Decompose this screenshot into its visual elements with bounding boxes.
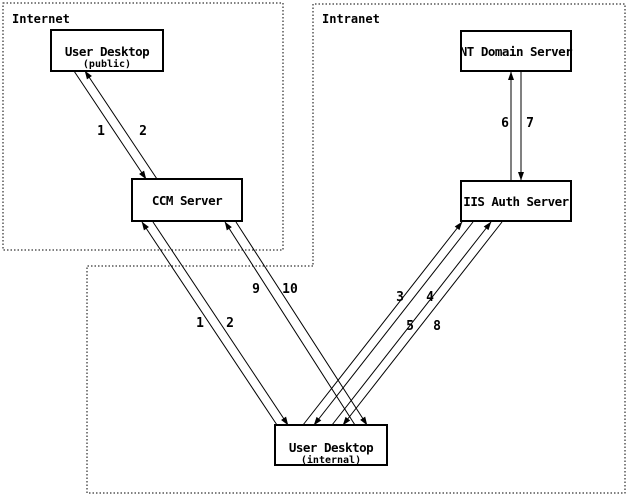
step-label-1-internal: 1	[196, 316, 204, 331]
iis-auth-server-title: IIS Auth Server	[463, 194, 569, 209]
flow-ccm-to-public-desktop	[84, 70, 158, 180]
nt-domain-server-title: NT Domain Server	[460, 44, 573, 59]
user-desktop-internal-title: User Desktop	[289, 440, 373, 455]
step-label-7: 7	[526, 116, 534, 131]
ccm-server-box	[131, 178, 243, 222]
internet-zone-label: Internet	[12, 12, 70, 26]
user-desktop-public-box	[50, 29, 164, 72]
ccm-server-title: CCM Server	[152, 193, 223, 208]
node-nt-domain-server: NT Domain Server	[460, 30, 574, 72]
intranet-zone-label: Intranet	[322, 12, 380, 26]
user-desktop-public-title: User Desktop	[65, 44, 149, 59]
step-label-5: 5	[406, 319, 414, 334]
flow-internal-desktop-to-iis-5	[331, 221, 492, 426]
node-ccm-server: CCM Server	[131, 178, 243, 222]
internet-zone-outline	[2, 2, 284, 251]
step-label-10: 10	[282, 282, 298, 297]
step-label-2-internal: 2	[226, 316, 234, 331]
step-label-2-public: 2	[139, 124, 147, 139]
step-label-3: 3	[396, 290, 404, 305]
user-desktop-internal-subtitle: (internal)	[301, 454, 361, 466]
node-user-desktop-internal: User Desktop (internal)	[274, 424, 388, 466]
flow-internal-desktop-to-iis-3	[302, 221, 463, 426]
flow-ccm-to-internal-desktop-10	[235, 221, 368, 426]
flow-public-desktop-to-ccm	[73, 70, 147, 180]
node-user-desktop-public: User Desktop (public)	[50, 29, 164, 72]
step-label-4: 4	[426, 290, 434, 305]
step-label-8: 8	[433, 319, 441, 334]
step-label-1-public: 1	[97, 124, 105, 139]
flow-lines	[73, 70, 524, 426]
step-label-6: 6	[501, 116, 509, 131]
iis-auth-server-box	[460, 180, 572, 222]
intranet-zone-outline	[86, 3, 626, 494]
user-desktop-public-subtitle: (public)	[83, 58, 131, 70]
flow-internal-desktop-to-ccm-9	[224, 221, 356, 426]
flow-ccm-to-internal-desktop-2	[152, 221, 289, 426]
step-label-9: 9	[252, 282, 260, 297]
flow-iis-to-internal-desktop-4	[313, 221, 474, 426]
user-desktop-internal-box	[274, 424, 388, 466]
step-labels: 1 2 1 2 9 10 3 4 5 8 6 7	[97, 116, 534, 334]
node-iis-auth-server: IIS Auth Server	[460, 180, 572, 222]
flow-iis-to-internal-desktop-8	[342, 221, 503, 426]
nt-domain-server-box	[460, 30, 572, 72]
flow-internal-desktop-to-ccm-1	[141, 221, 278, 426]
